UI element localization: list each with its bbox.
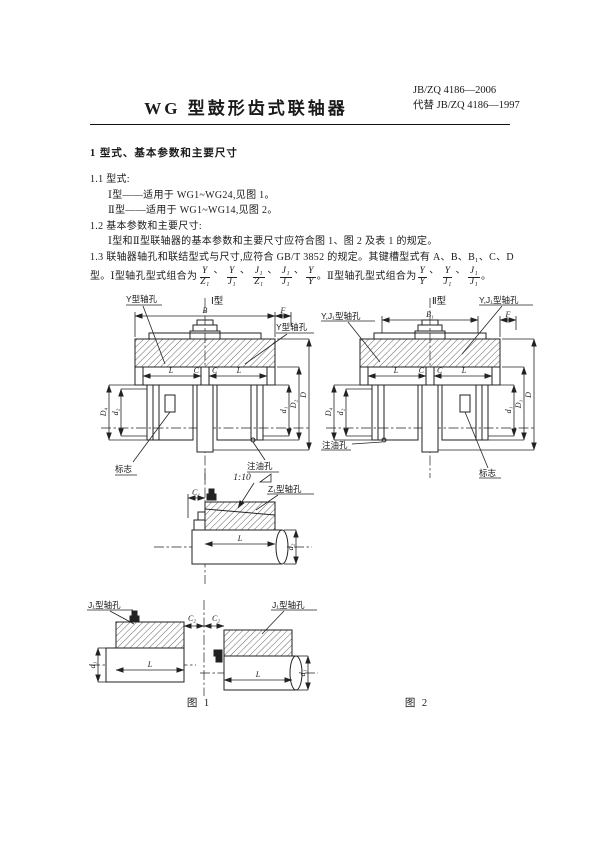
type-I-title: Ⅰ型 bbox=[211, 296, 224, 307]
dim-label-F: F bbox=[505, 310, 511, 319]
dim-label-L-right: L bbox=[255, 670, 261, 679]
coupling-body bbox=[101, 298, 309, 484]
dim-label-d1-right: d₁ bbox=[298, 669, 307, 676]
clause-1-3-line1: 1.3 联轴器轴孔和联结型式与尺寸,应符合 GB/T 3852 的规定。其键槽型… bbox=[90, 252, 514, 263]
standard-number-block: JB/ZQ 4186—2006 代替 JB/ZQ 4186—1997 bbox=[413, 84, 520, 113]
dim-label-d1: d₁ bbox=[279, 406, 288, 413]
page-title: WG 型鼓形齿式联轴器 bbox=[144, 99, 348, 118]
dim-label-L-left: L bbox=[147, 660, 153, 669]
dim-label-d: d₂ bbox=[286, 543, 295, 550]
j1-bore-detail-drawing: J₁型轴孔 J₁型轴孔 C₂ C₂ L L d₁ d₁ bbox=[87, 600, 318, 696]
standard-number: JB/ZQ 4186—2006 bbox=[413, 85, 497, 96]
dim-label-L-right: L bbox=[236, 366, 242, 375]
dim-label-C-right: C bbox=[212, 366, 218, 375]
dim-label-D4: D₄ bbox=[324, 408, 333, 418]
dim-label-D: D bbox=[299, 392, 308, 399]
dim-label-F: F bbox=[280, 306, 286, 315]
type-II-title: Ⅱ型 bbox=[432, 296, 447, 307]
hub-sections bbox=[90, 600, 318, 696]
dim-label-L: L bbox=[237, 534, 243, 543]
combo-end: 。 bbox=[480, 270, 492, 282]
oil-hole-label: 注油孔 bbox=[322, 440, 348, 450]
dim-label-C-left: C bbox=[194, 366, 200, 375]
yj1-bore-label-right: Y,J₁型轴孔 bbox=[479, 295, 519, 305]
combo-prefix: 型。Ⅰ型轴孔型式组合为 bbox=[90, 270, 198, 282]
hub-section bbox=[154, 470, 312, 584]
dim-label-d1: d₁ bbox=[504, 406, 513, 413]
dim-label-L-left: L bbox=[168, 366, 174, 375]
j1-bore-label-right: J₁型轴孔 bbox=[272, 600, 305, 610]
j1-bore-label-left: J₁型轴孔 bbox=[88, 600, 121, 610]
header-rule bbox=[90, 124, 510, 125]
y-bore-label-left: Y型轴孔 bbox=[126, 294, 158, 304]
dim-label-B: B bbox=[203, 306, 208, 315]
coupling-body bbox=[326, 298, 534, 478]
dim-label-L-right: L bbox=[461, 366, 467, 375]
mark-label: 标志 bbox=[479, 468, 497, 478]
clause-1-1-label: 1.1 型式: bbox=[90, 174, 130, 185]
figure2-caption: 图 2 bbox=[404, 698, 430, 709]
dim-label-d2: d₂ bbox=[336, 408, 345, 415]
dim-label-C1: C₁ bbox=[192, 488, 200, 497]
yj1-bore-label-left: Y,J₁型轴孔 bbox=[321, 311, 361, 321]
dim-label-D2: D₂ bbox=[289, 400, 298, 410]
dimension-lines bbox=[321, 304, 537, 479]
figure1-type-I-coupling-drawing: Ⅰ型 Y型轴孔 Y型轴孔 B F L C C L D₄ d₂ d₁ D₂ D 注… bbox=[99, 294, 314, 484]
dimension-lines bbox=[106, 304, 314, 476]
dimension-lines bbox=[87, 609, 317, 691]
dim-label-L-left: L bbox=[393, 366, 399, 375]
dim-label-C-left: C bbox=[419, 366, 425, 375]
dim-label-C-right: C bbox=[437, 366, 443, 375]
figure1-caption: 图 1 bbox=[186, 698, 212, 709]
combo-mid: 。Ⅱ型轴孔型式组合为 bbox=[316, 270, 417, 282]
clause-1-2-label: 1.2 基本参数和主要尺寸: bbox=[90, 221, 202, 232]
dim-label-C2-right: C₂ bbox=[212, 614, 220, 623]
dim-label-d2: d₂ bbox=[111, 408, 120, 415]
dim-label-C2-left: C₂ bbox=[188, 614, 196, 623]
dim-label-D4: D₄ bbox=[99, 408, 108, 418]
taper-ratio-label: 1:10 bbox=[233, 473, 251, 483]
clause-1-1-item2: Ⅱ型——适用于 WG1~WG14,见图 2。 bbox=[108, 205, 278, 216]
oil-hole-label: 注油孔 bbox=[247, 461, 273, 471]
clause-1-2-body: Ⅰ型和Ⅱ型联轴器的基本参数和主要尺寸应符合图 1、图 2 及表 1 的规定。 bbox=[108, 236, 438, 247]
dim-label-D1: D₁ bbox=[514, 400, 523, 410]
z1-bore-detail-drawing: 1:10 Z₁型轴孔 C₁ L d₂ bbox=[154, 470, 314, 584]
y-bore-label-right: Y型轴孔 bbox=[276, 322, 308, 332]
clause-1-1-item1: Ⅰ型——适用于 WG1~WG24,见图 1。 bbox=[108, 190, 275, 201]
dim-label-d1-left: d₁ bbox=[88, 661, 97, 668]
dimension-lines bbox=[187, 473, 314, 565]
z1-bore-label: Z₁型轴孔 bbox=[268, 484, 302, 494]
superseded-standard: 代替 JB/ZQ 4186—1997 bbox=[413, 99, 520, 111]
figure2-type-II-coupling-drawing: Ⅱ型 Y,J₁型轴孔 Y,J₁型轴孔 B₁ F L C C L D₄ d₂ d₁… bbox=[321, 295, 537, 479]
dim-label-B1: B₁ bbox=[426, 310, 434, 319]
mark-label: 标志 bbox=[115, 464, 133, 474]
dim-label-D: D bbox=[524, 392, 533, 399]
section-heading: 1 型式、基本参数和主要尺寸 bbox=[90, 148, 238, 159]
